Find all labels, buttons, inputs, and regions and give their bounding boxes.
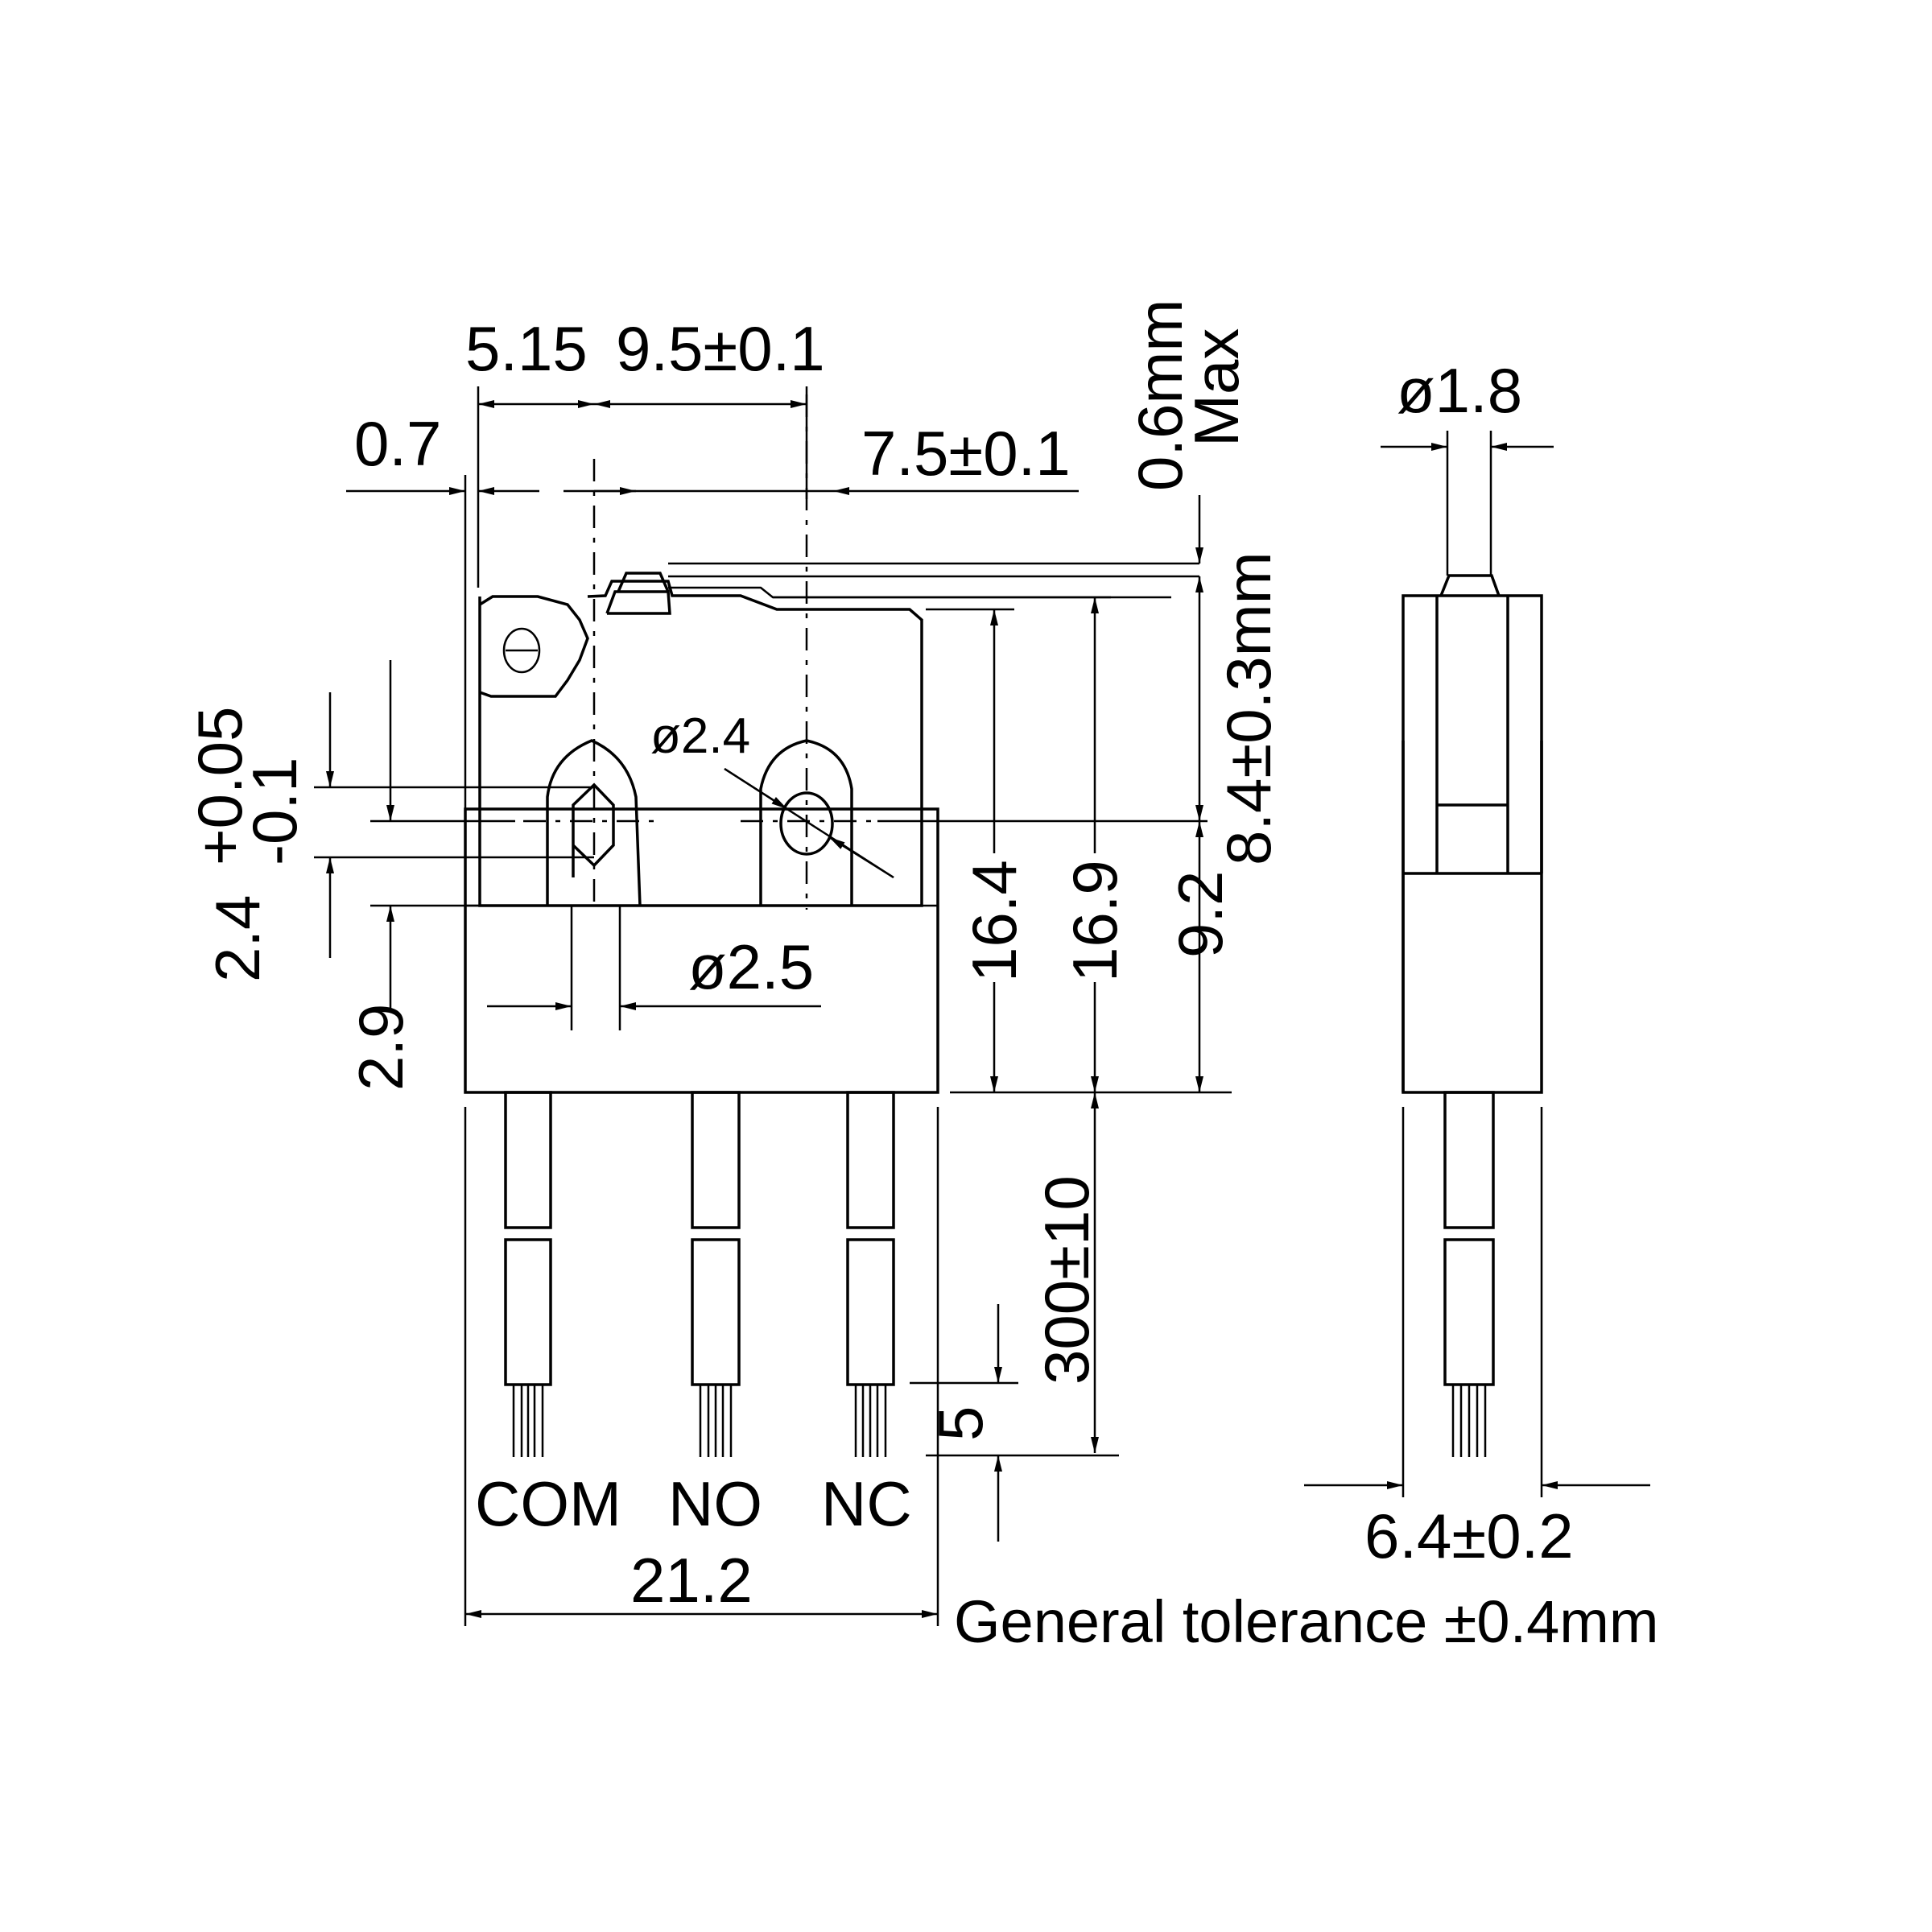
mounting-hole-left [523, 459, 660, 1030]
actuator-button [605, 572, 671, 615]
dim-tol-plus: +0.05 [184, 707, 255, 865]
lever [668, 562, 1199, 599]
dim-dia-2-4: ø2.4 [650, 708, 750, 764]
side-view-dimensions: ø1.8 6.4±0.2 [1304, 355, 1650, 1571]
mounting-hole-right [741, 394, 877, 910]
terminal-label-no: NO [668, 1468, 762, 1539]
dim-5: 5 [925, 1406, 996, 1441]
front-view: COM NO NC [464, 394, 1208, 1539]
terminal-label-com: COM [475, 1468, 621, 1539]
dim-300: 300±10 [1031, 1175, 1102, 1385]
side-wire [1443, 1091, 1495, 1457]
side-actuator [1439, 574, 1501, 597]
housing-cover [478, 580, 923, 907]
dim-tol-minus: -0.1 [239, 758, 310, 865]
dim-9-5: 9.5±0.1 [616, 313, 825, 384]
dim-16-9: 16.9 [1059, 860, 1130, 982]
dim-8-4: 8.4±0.3mm [1213, 551, 1284, 865]
dim-2-4: 2.4 [202, 895, 273, 982]
general-tolerance-note: General tolerance ±0.4mm [954, 1588, 1659, 1655]
wire-no [691, 1091, 741, 1457]
terminal-label-nc: NC [821, 1468, 912, 1539]
dim-0-6mm: 0.6mm [1125, 299, 1195, 491]
dim-9-2: 9.2 [1165, 871, 1236, 958]
dim-dia-1-8: ø1.8 [1397, 355, 1522, 426]
dim-max: Max [1181, 328, 1252, 447]
dim-16-4: 16.4 [959, 860, 1030, 982]
dim-0-7: 0.7 [354, 408, 441, 479]
dim-dia-2-5: ø2.5 [688, 931, 814, 1002]
dim-21-2: 21.2 [630, 1545, 753, 1616]
theta-mark-icon [502, 627, 541, 674]
front-view-dimensions: 5.15 9.5±0.1 0.7 7.5±0.1 0.6mm Max 8.4±0… [184, 299, 1284, 1626]
wire-com [504, 1091, 552, 1457]
side-housing [1402, 594, 1543, 1094]
side-tab-right [920, 807, 939, 907]
dim-7-5: 7.5±0.1 [861, 418, 1071, 489]
wire-nc [846, 1091, 895, 1457]
dim-2-9: 2.9 [345, 1004, 416, 1091]
dim-5-15: 5.15 [465, 313, 588, 384]
dim-6-4: 6.4±0.2 [1364, 1501, 1574, 1571]
side-view [1402, 431, 1543, 1497]
